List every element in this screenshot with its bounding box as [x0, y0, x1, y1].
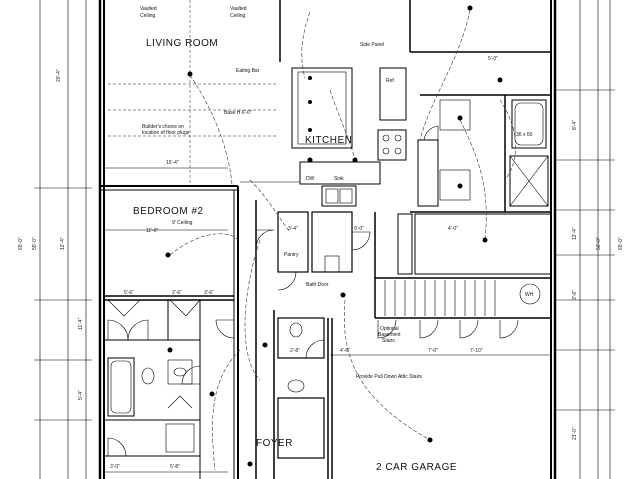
dim-right-inner-3: 3'-6" [572, 290, 578, 300]
dim-closet-1: 5'-6" [124, 290, 134, 296]
note-eating-bar: Eating Bar [236, 68, 260, 74]
dim-right-inner-1: 8'-4" [572, 120, 578, 130]
room-label-garage: 2 CAR GARAGE [376, 462, 457, 473]
note-optional-3: Stairs [382, 338, 395, 344]
walls [98, 0, 557, 479]
dimension-lines [34, 0, 615, 479]
dim-right-inner-4: 21'-0" [572, 427, 578, 440]
note-vaulted-2a: Vaulted [230, 6, 247, 12]
electrical-wiring [169, 9, 516, 471]
note-dw: DW [306, 176, 315, 182]
room-label-living: LIVING ROOM [146, 38, 218, 49]
dim-laundry: 4'-0" [448, 226, 458, 232]
note-vaulted-2b: Ceiling [230, 13, 246, 19]
note-ref: Ref. [386, 78, 395, 84]
dim-hall: 4'-6" [340, 348, 350, 354]
note-pantry: Pantry [284, 252, 299, 258]
dim-closet-2: 2'-6" [172, 290, 182, 296]
dim-bedroom-width: 11'-0" [146, 228, 159, 234]
note-side-panel: Side Panel [360, 42, 384, 48]
dim-left-inner-3: 5'-4" [78, 390, 84, 400]
note-builders-choice-1: Builder's choice on [142, 124, 184, 130]
dim-garage-2: 7'-10" [470, 348, 483, 354]
note-sink: Sink [334, 176, 344, 182]
dim-living-width: 15'-4" [166, 160, 179, 166]
dim-left-outer-1: 20'-4" [56, 69, 62, 82]
dim-right-inner-2: 12'-4" [572, 227, 578, 240]
room-label-foyer: FOYER [256, 438, 293, 449]
room-label-kitchen: KITCHEN [305, 135, 352, 146]
dim-left-inner-2: 11'-4" [78, 317, 84, 330]
note-ceiling-9: 9' Ceiling [172, 220, 193, 226]
fixture-symbols [165, 5, 503, 467]
note-base-h: Base H 6'-0" [224, 110, 252, 116]
dim-half-bath: 2'-8" [290, 348, 300, 354]
dim-garage-1: 7'-0" [428, 348, 438, 354]
dim-pantry: 3'-4" [288, 226, 298, 232]
dim-left-outer-2: 55'-0" [32, 237, 38, 250]
dashed-lines [108, 0, 276, 186]
note-builders-choice-2: location of floor plugs [142, 130, 190, 136]
note-pull-down-stairs: Provide Pull Down Attic Stairs [356, 374, 422, 380]
dim-kitchen-top: 5'-0" [488, 56, 498, 62]
note-optional-2: Basement [378, 332, 401, 338]
note-tub-size: 36 x 60 [516, 132, 533, 138]
note-vaulted-1a: Vaulted [140, 6, 157, 12]
dim-right-outer-2: 65'-0" [618, 237, 624, 250]
note-optional-1: Optional [380, 326, 399, 332]
dim-bath-2: 5'-8" [170, 464, 180, 470]
note-vaulted-1b: Ceiling [140, 13, 156, 19]
dim-left-outer-3: 65'-0" [18, 237, 24, 250]
stairs [384, 280, 496, 316]
dim-bath-vanity: 3'-0" [110, 464, 120, 470]
door-swings [107, 125, 519, 457]
room-label-bedroom2: BEDROOM #2 [133, 206, 204, 217]
dim-kitchen-bar: 9'-0" [354, 226, 364, 232]
dim-left-inner-1: 12'-4" [60, 237, 66, 250]
note-bath-door: Bath Door [306, 282, 329, 288]
dim-right-outer-1: 56'-0" [596, 237, 602, 250]
dim-closet-3: 3'-6" [204, 290, 214, 296]
note-wh: WH [525, 292, 534, 298]
